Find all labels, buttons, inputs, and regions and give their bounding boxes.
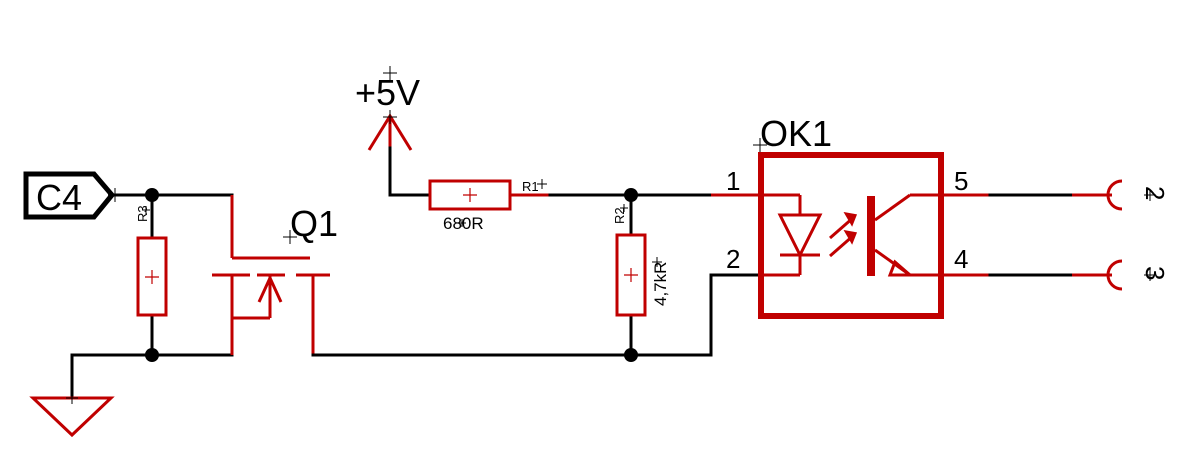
resistor-r2[interactable]: R2 4,7kR (612, 204, 670, 317)
resistor-r2-name: R2 (612, 207, 627, 224)
transistor-label: Q1 (290, 203, 338, 244)
pin-1-label: 1 (726, 166, 740, 196)
resistor-r1[interactable]: 680R R1 (428, 179, 550, 233)
bottom-rail (311, 273, 762, 357)
junction-dot (624, 348, 638, 362)
resistor-r2-value: 4,7kR (651, 262, 670, 306)
junction-dot (624, 188, 638, 202)
connector-pin-3-label: 3 (1140, 266, 1170, 280)
input-wires (70, 193, 234, 400)
mosfet-q1[interactable]: Q1 (212, 195, 338, 355)
input-port-c4[interactable]: C4 (23, 171, 122, 220)
supply-5v: +5V (355, 66, 432, 197)
phototransistor-icon (867, 193, 990, 277)
output-wires (988, 193, 1112, 277)
supply-label: +5V (355, 72, 420, 113)
pin-4-label: 4 (954, 244, 968, 274)
resistor-r3-name: R3 (135, 205, 150, 222)
junction-dot (145, 348, 159, 362)
pin-2-label: 2 (726, 244, 740, 274)
led-icon (777, 195, 858, 275)
pin-5-label: 5 (954, 166, 968, 196)
input-port-label: C4 (36, 177, 82, 218)
optocoupler-label: OK1 (760, 113, 832, 154)
connector-pin-2-label: 2 (1140, 186, 1170, 200)
resistor-r3[interactable]: R3 (135, 205, 168, 317)
junction-dot (145, 188, 159, 202)
connector-pin-3[interactable]: 3 (1106, 259, 1170, 291)
connector-pin-2[interactable]: 2 (1106, 179, 1170, 211)
ground-symbol (29, 392, 115, 438)
optocoupler-ok1[interactable]: OK1 1 2 5 4 (711, 113, 990, 319)
resistor-r1-name: R1 (522, 179, 539, 194)
